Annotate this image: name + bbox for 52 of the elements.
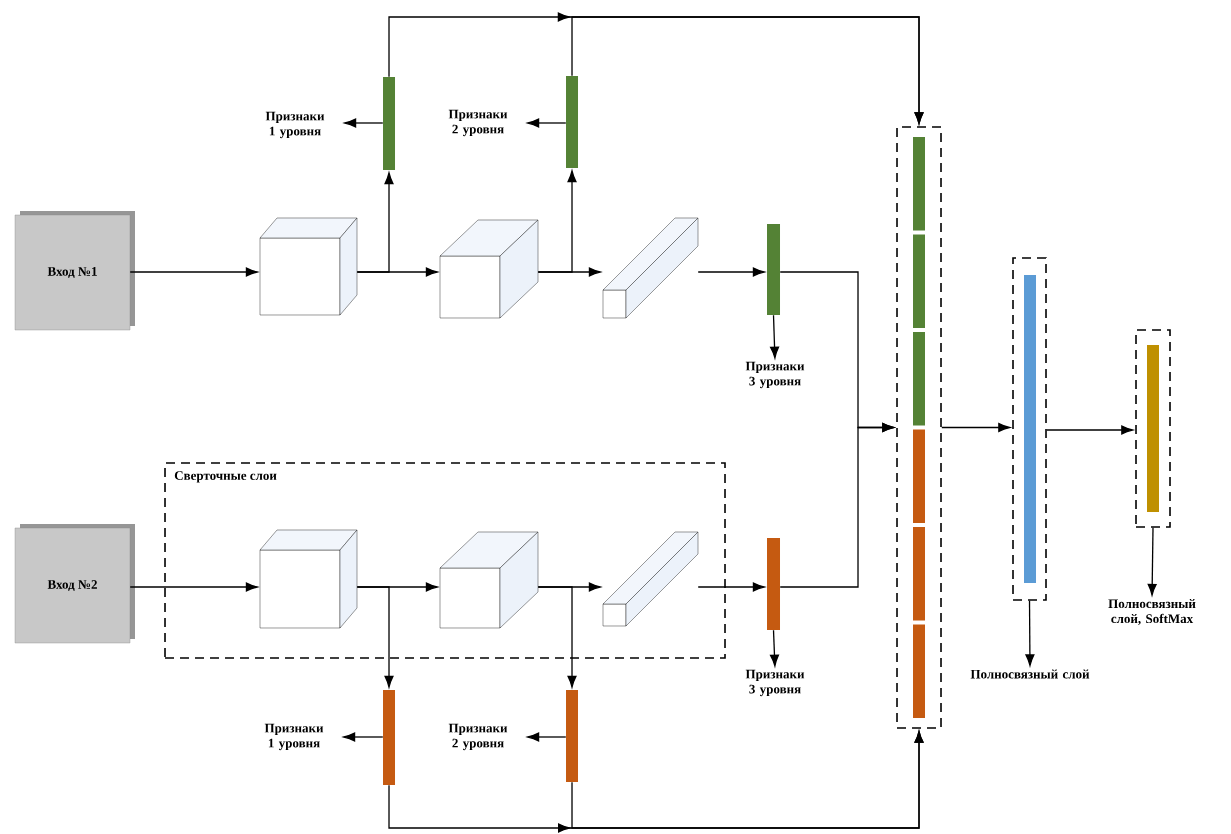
feature-bar — [767, 224, 780, 315]
feature-bar — [1147, 345, 1159, 512]
arrow — [527, 118, 567, 128]
feature-label: Признаки 1 уровня — [264, 723, 324, 751]
arrow — [697, 267, 765, 277]
arrow — [770, 314, 780, 359]
layer-label: Полносвязный слой, SoftMax — [1108, 599, 1196, 625]
cube — [439, 531, 539, 629]
cube — [259, 217, 358, 316]
feature-bar — [913, 137, 925, 231]
feature-bar — [767, 538, 780, 630]
arrow — [769, 629, 780, 667]
input-box: Вход №2 — [14, 524, 135, 644]
feature-bar — [913, 624, 925, 718]
arrow — [537, 170, 577, 273]
arrow — [941, 422, 1011, 433]
feature-bar — [383, 690, 395, 785]
feature-bar — [913, 429, 925, 523]
feature-label: Признаки 2 уровня — [448, 109, 508, 137]
cube — [439, 219, 539, 319]
feature-bar — [913, 527, 925, 621]
arrow — [129, 582, 258, 592]
feature-bar — [913, 234, 925, 328]
arrow — [343, 732, 384, 742]
arrow — [697, 582, 765, 592]
arrow — [356, 586, 394, 688]
feature-label: Признаки 2 уровня — [448, 723, 508, 751]
arrow — [571, 730, 924, 829]
feature-label: Признаки 3 уровня — [745, 669, 805, 697]
cuboid — [602, 531, 699, 627]
cuboid — [602, 217, 699, 319]
feature-bar — [566, 76, 578, 168]
input-box: Вход №1 — [14, 211, 135, 331]
arrow — [1147, 527, 1157, 596]
feature-bar — [566, 690, 578, 782]
feature-bar — [913, 332, 925, 426]
arrow — [356, 172, 394, 273]
layer-label: Полносвязный слой — [970, 669, 1090, 679]
arrow — [571, 16, 924, 125]
feature-bar — [383, 77, 395, 170]
arrow — [527, 732, 567, 742]
arrow — [1046, 425, 1134, 435]
feature-label: Признаки 3 уровня — [745, 361, 805, 389]
arrow — [537, 586, 577, 688]
arrow — [1025, 600, 1035, 667]
feature-bar — [1024, 275, 1036, 583]
arrow — [779, 422, 895, 588]
feature-label: Признаки 1 уровня — [265, 111, 325, 139]
group-frame: Сверточные слои — [164, 462, 726, 659]
cube — [259, 529, 358, 629]
arrow — [344, 118, 384, 128]
arrow — [129, 267, 258, 277]
